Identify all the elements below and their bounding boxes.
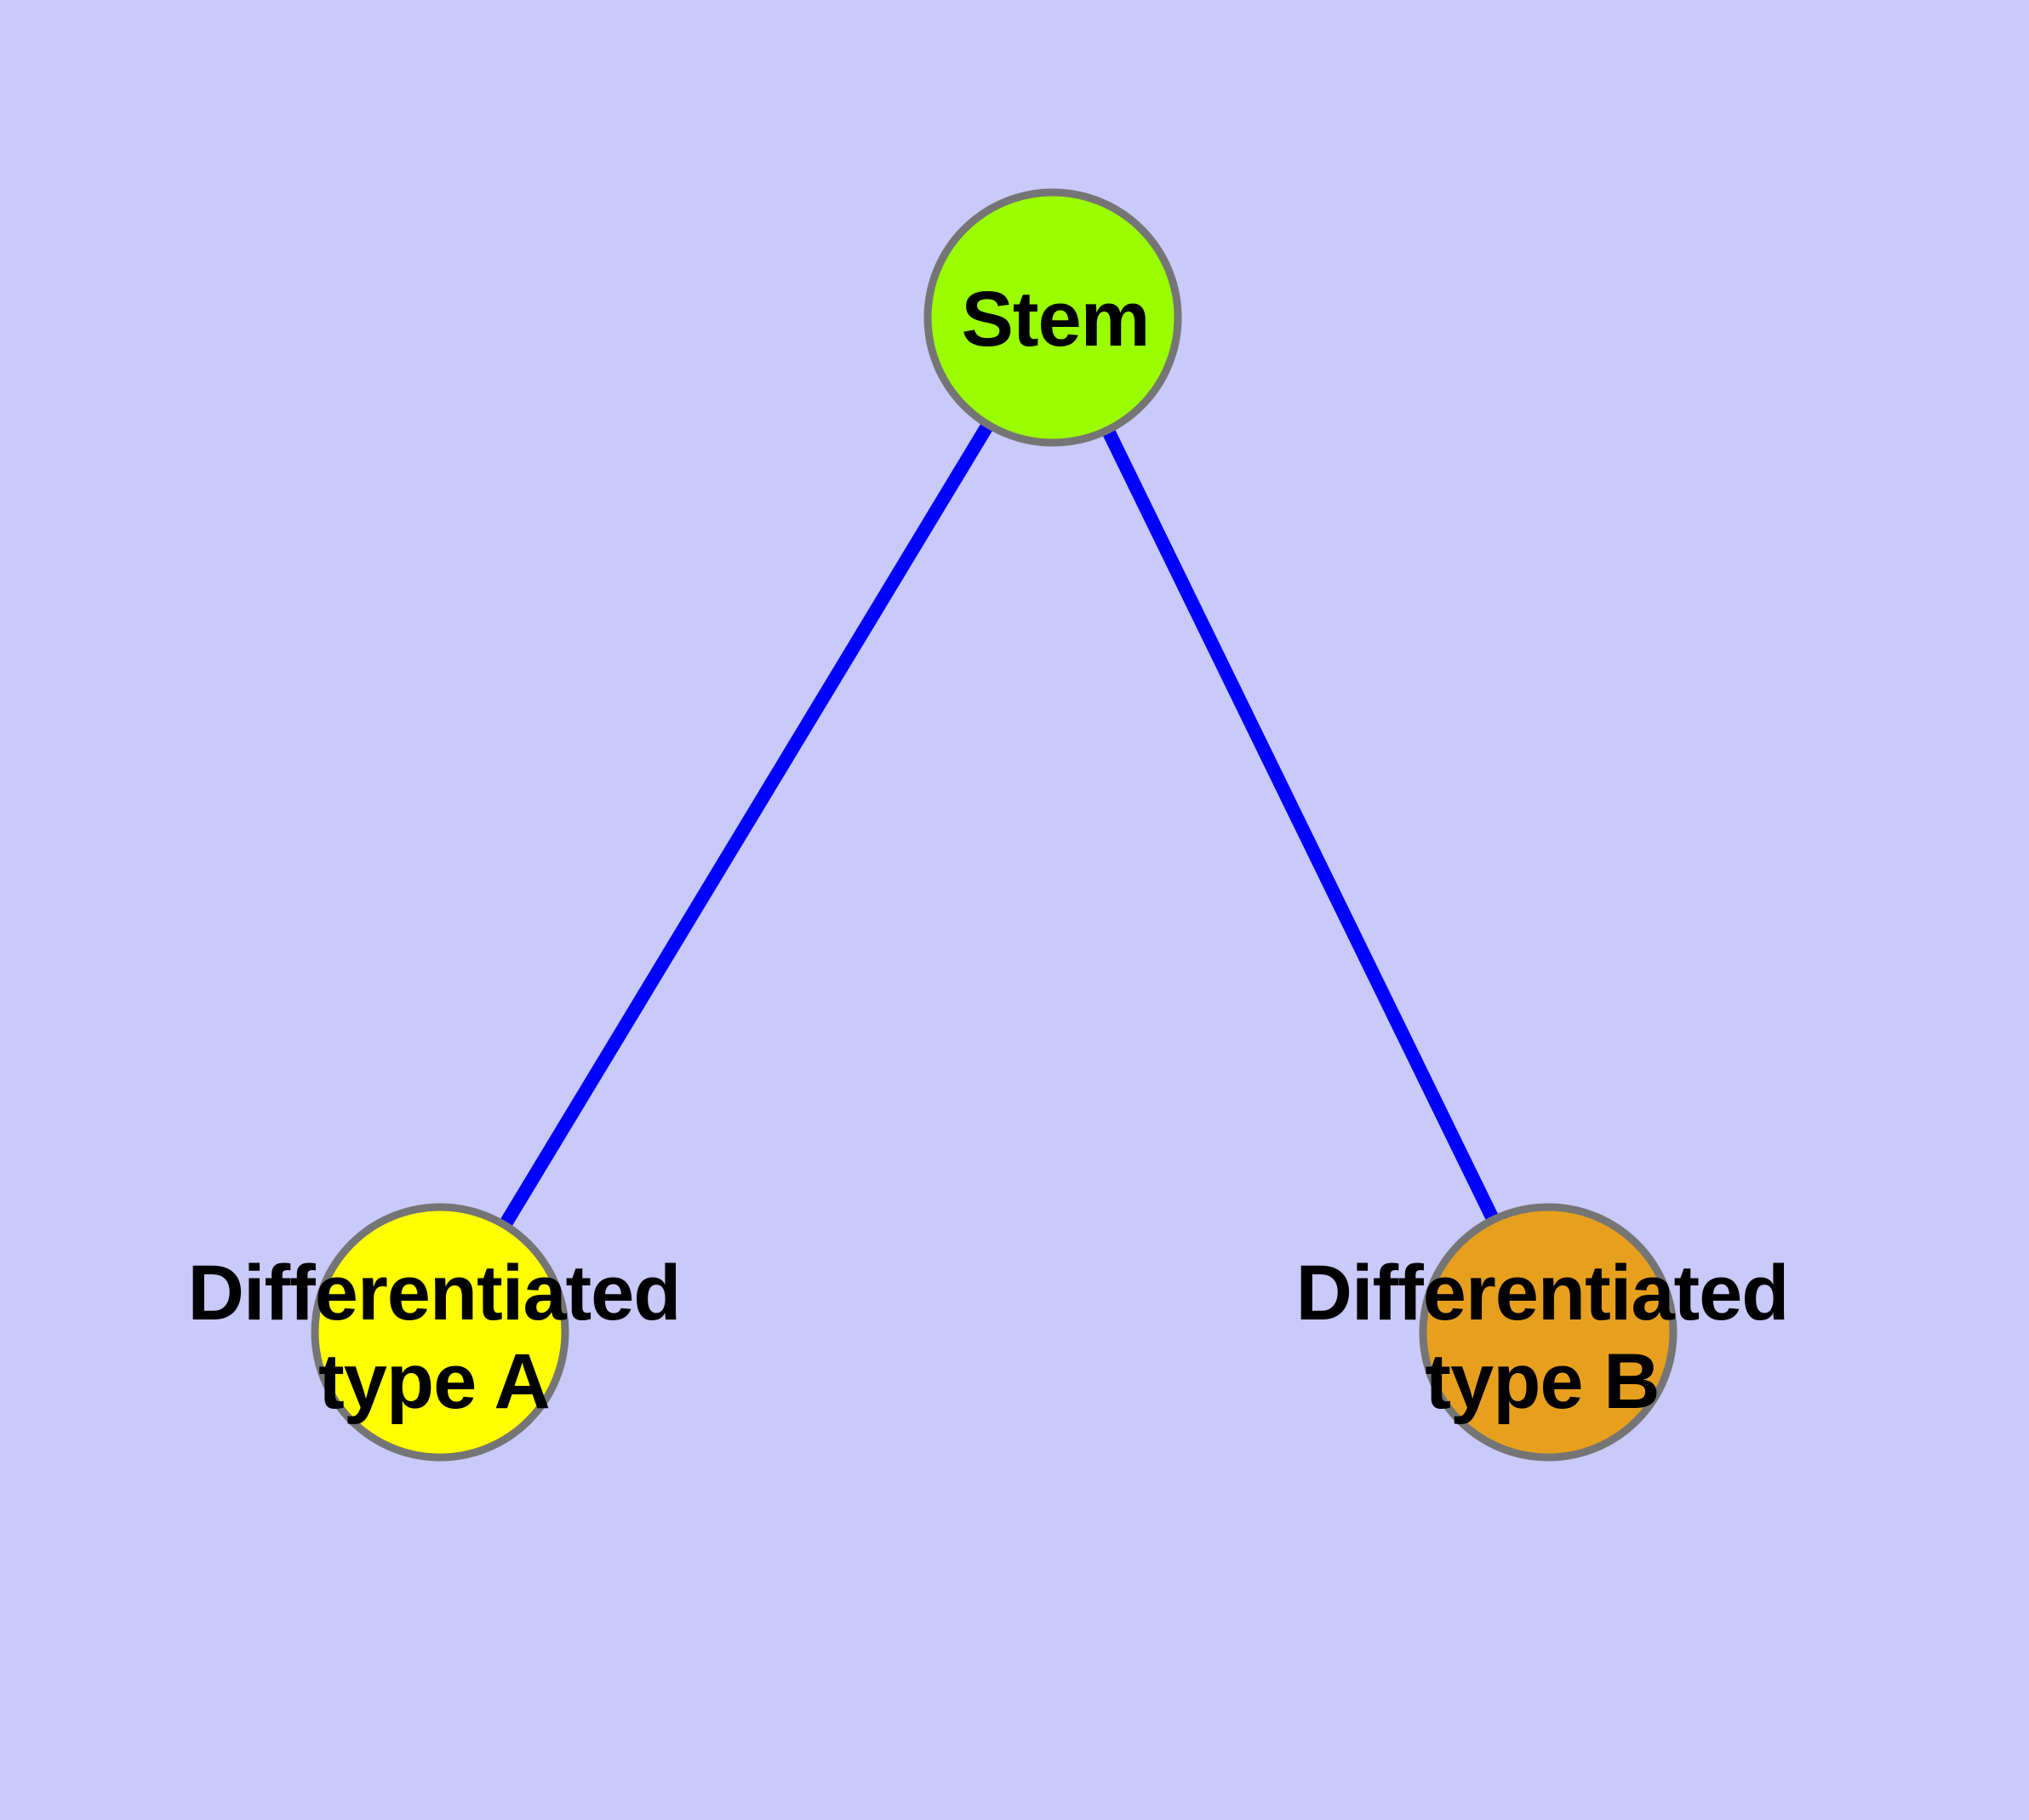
edge-stem-to-type-b — [1046, 314, 1555, 1336]
node-stem-label: Stem — [962, 276, 1150, 363]
node-type-b-label-line2: type B — [1425, 1338, 1659, 1425]
node-type-a-label-line2: type A — [318, 1338, 550, 1425]
node-type-b-label-line1: Differentiated — [1296, 1250, 1789, 1336]
node-differentiated-type-a — [311, 1203, 569, 1462]
node-stem — [923, 188, 1182, 447]
edge-stem-to-type-a — [434, 313, 1059, 1336]
node-type-a-label-line1: Differentiated — [188, 1250, 681, 1336]
node-differentiated-type-b — [1419, 1203, 1677, 1462]
